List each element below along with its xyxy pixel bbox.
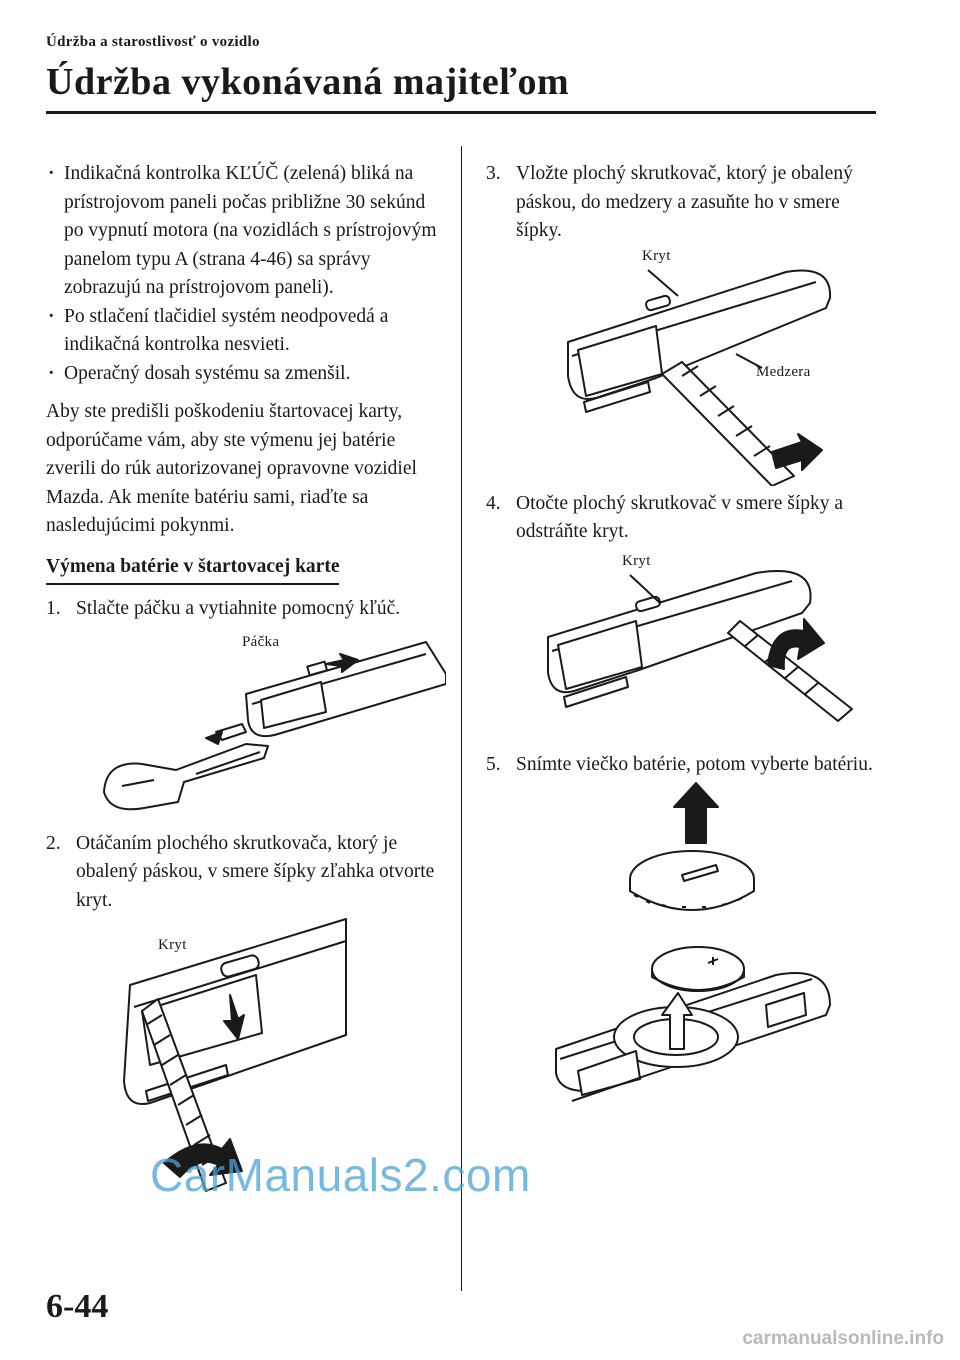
header-divider xyxy=(46,111,876,114)
footer-watermark: carmanualsonline.info xyxy=(742,1328,944,1349)
step-2: 2. Otáčaním plochého skrutkovača, ktorý … xyxy=(46,830,446,916)
battery-removal-illustration xyxy=(555,782,831,1102)
step-1: 1. Stlačte páčku a vytiahnite pomocný kľ… xyxy=(46,595,446,624)
figure-gap-insert: Kryt Medzera xyxy=(486,246,886,486)
subheading: Výmena batérie v štartovacej karte xyxy=(46,553,340,585)
page-title: Údržba vykonávaná majiteľom xyxy=(46,61,570,103)
step-text: Stlačte páčku a vytiahnite pomocný kľúč. xyxy=(76,598,401,619)
figure-label-lever: Páčka xyxy=(242,633,280,650)
step-number: 4. xyxy=(486,492,501,514)
step-number: 3. xyxy=(486,163,501,184)
bullet-item: Operačný dosah systému sa zmenšil. xyxy=(46,360,446,389)
figure-lever: Páčka xyxy=(46,624,446,824)
step-number: 1. xyxy=(46,598,61,619)
step-text: Otáčaním plochého skrutkovača, ktorý je … xyxy=(76,832,435,911)
column-divider xyxy=(461,146,462,1291)
step-number: 5. xyxy=(486,753,501,775)
screwdriver-gap-illustration xyxy=(567,268,832,486)
figure-cover-remove: Kryt xyxy=(486,547,886,747)
step-5: 5. Snímte viečko batérie, potom vyberte … xyxy=(486,751,886,780)
figure-label-cover: Kryt xyxy=(158,937,187,953)
key-card-lever-illustration xyxy=(103,640,446,810)
figure-battery-remove xyxy=(486,779,886,1119)
bullet-item: Indikačná kontrolka KĽÚČ (zelená) bliká … xyxy=(46,160,446,303)
screwdriver-pry-illustration xyxy=(123,918,347,1192)
figure-label-gap: Medzera xyxy=(756,363,811,380)
step-text: Vložte plochý skrutkovač, ktorý je obale… xyxy=(516,163,853,241)
step-text: Snímte viečko batérie, potom vyberte bat… xyxy=(516,753,873,775)
right-column: 3. Vložte plochý skrutkovač, ktorý je ob… xyxy=(486,160,886,1119)
left-column: Indikačná kontrolka KĽÚČ (zelená) bliká … xyxy=(46,160,446,1195)
step-number: 2. xyxy=(46,832,61,854)
figure-label-cover: Kryt xyxy=(642,247,671,264)
figure-label-cover: Kryt xyxy=(622,552,651,569)
bullet-item: Po stlačení tlačidiel systém neodpovedá … xyxy=(46,303,446,360)
watermark-logo: CarManuals2.com xyxy=(150,1149,531,1201)
section-header: Údržba a starostlivosť o vozidlo xyxy=(46,34,260,50)
figure-cover-pry: Kryt xyxy=(46,915,446,1195)
intro-paragraph: Aby ste predišli poškodeniu štartovacej … xyxy=(46,401,417,536)
step-text: Otočte plochý skrutkovač v smere šípky a… xyxy=(516,492,844,543)
cover-removal-illustration xyxy=(547,569,853,722)
step-4: 4. Otočte plochý skrutkovač v smere šípk… xyxy=(486,490,886,547)
page-number: 6-44 xyxy=(46,1288,109,1325)
step-3: 3. Vložte plochý skrutkovač, ktorý je ob… xyxy=(486,160,886,246)
